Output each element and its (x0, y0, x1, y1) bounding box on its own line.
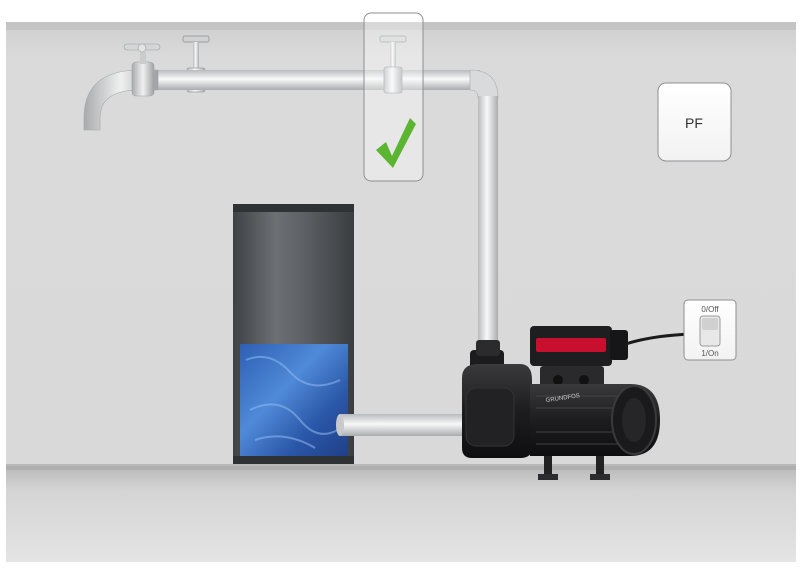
pump-brand-label: GRUNDFOS (545, 393, 580, 404)
flow-check-indicator (363, 12, 424, 182)
power-switch: 0/Off 1/On (683, 299, 737, 361)
faucet (83, 43, 161, 131)
pipe-clamp (383, 66, 403, 94)
suction-pipe (340, 414, 476, 436)
water-tank (233, 204, 354, 464)
floor (6, 466, 796, 562)
checkmark-icon (376, 118, 416, 168)
power-cable (625, 332, 691, 346)
pipe-hanger-right (379, 35, 407, 70)
pf-indicator-box: PF (657, 82, 732, 162)
tank-water (240, 344, 348, 458)
supply-pipe-horizontal (140, 70, 480, 90)
supply-pipe-vertical (478, 96, 498, 354)
pf-indicator-label: PF (685, 115, 703, 131)
switch-off-label: 0/Off (701, 305, 719, 314)
pump: GRUNDFOS (462, 326, 660, 480)
floor-shadow (6, 464, 796, 470)
switch-on-label: 1/On (701, 349, 718, 358)
ceiling-edge (6, 22, 796, 30)
